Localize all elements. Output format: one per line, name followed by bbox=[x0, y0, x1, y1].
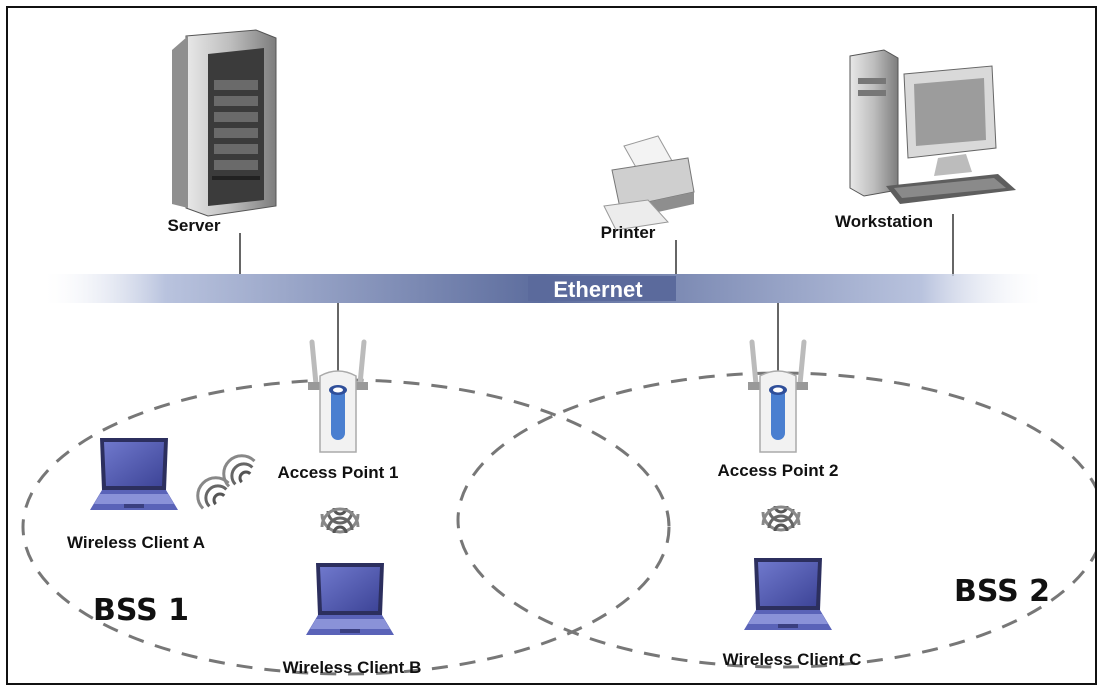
laptop-icon-client-b bbox=[306, 563, 394, 635]
access-point-1-label: Access Point 1 bbox=[278, 463, 399, 482]
diagram-frame: Ethernet Server Printer Workstation bbox=[6, 6, 1097, 685]
desktop-computer-icon bbox=[849, 49, 1016, 204]
workstation-label: Workstation bbox=[835, 212, 933, 231]
printer-icon bbox=[603, 135, 695, 231]
wireless-client-b-label: Wireless Client B bbox=[283, 658, 422, 677]
network-diagram: Ethernet Server Printer Workstation bbox=[21, 29, 1095, 677]
bss-1-boundary bbox=[21, 378, 671, 676]
wireless-client-a-label: Wireless Client A bbox=[67, 533, 205, 552]
wifi-signal-icon bbox=[188, 468, 235, 515]
ethernet-label: Ethernet bbox=[553, 277, 643, 302]
bss-2-boundary bbox=[456, 371, 1095, 669]
printer-label: Printer bbox=[601, 223, 656, 242]
bss-1-label: BSS 1 bbox=[93, 593, 189, 628]
wifi-signal-icon bbox=[214, 446, 261, 493]
ethernet-backbone: Ethernet bbox=[46, 274, 1041, 303]
server-label: Server bbox=[168, 216, 221, 235]
bss-2-label: BSS 2 bbox=[954, 574, 1050, 609]
server-icon bbox=[172, 29, 277, 217]
wireless-client-c-label: Wireless Client C bbox=[723, 650, 862, 669]
access-point-2-label: Access Point 2 bbox=[718, 461, 839, 480]
laptop-icon-client-c bbox=[744, 558, 832, 630]
laptop-icon-client-a bbox=[90, 438, 178, 510]
